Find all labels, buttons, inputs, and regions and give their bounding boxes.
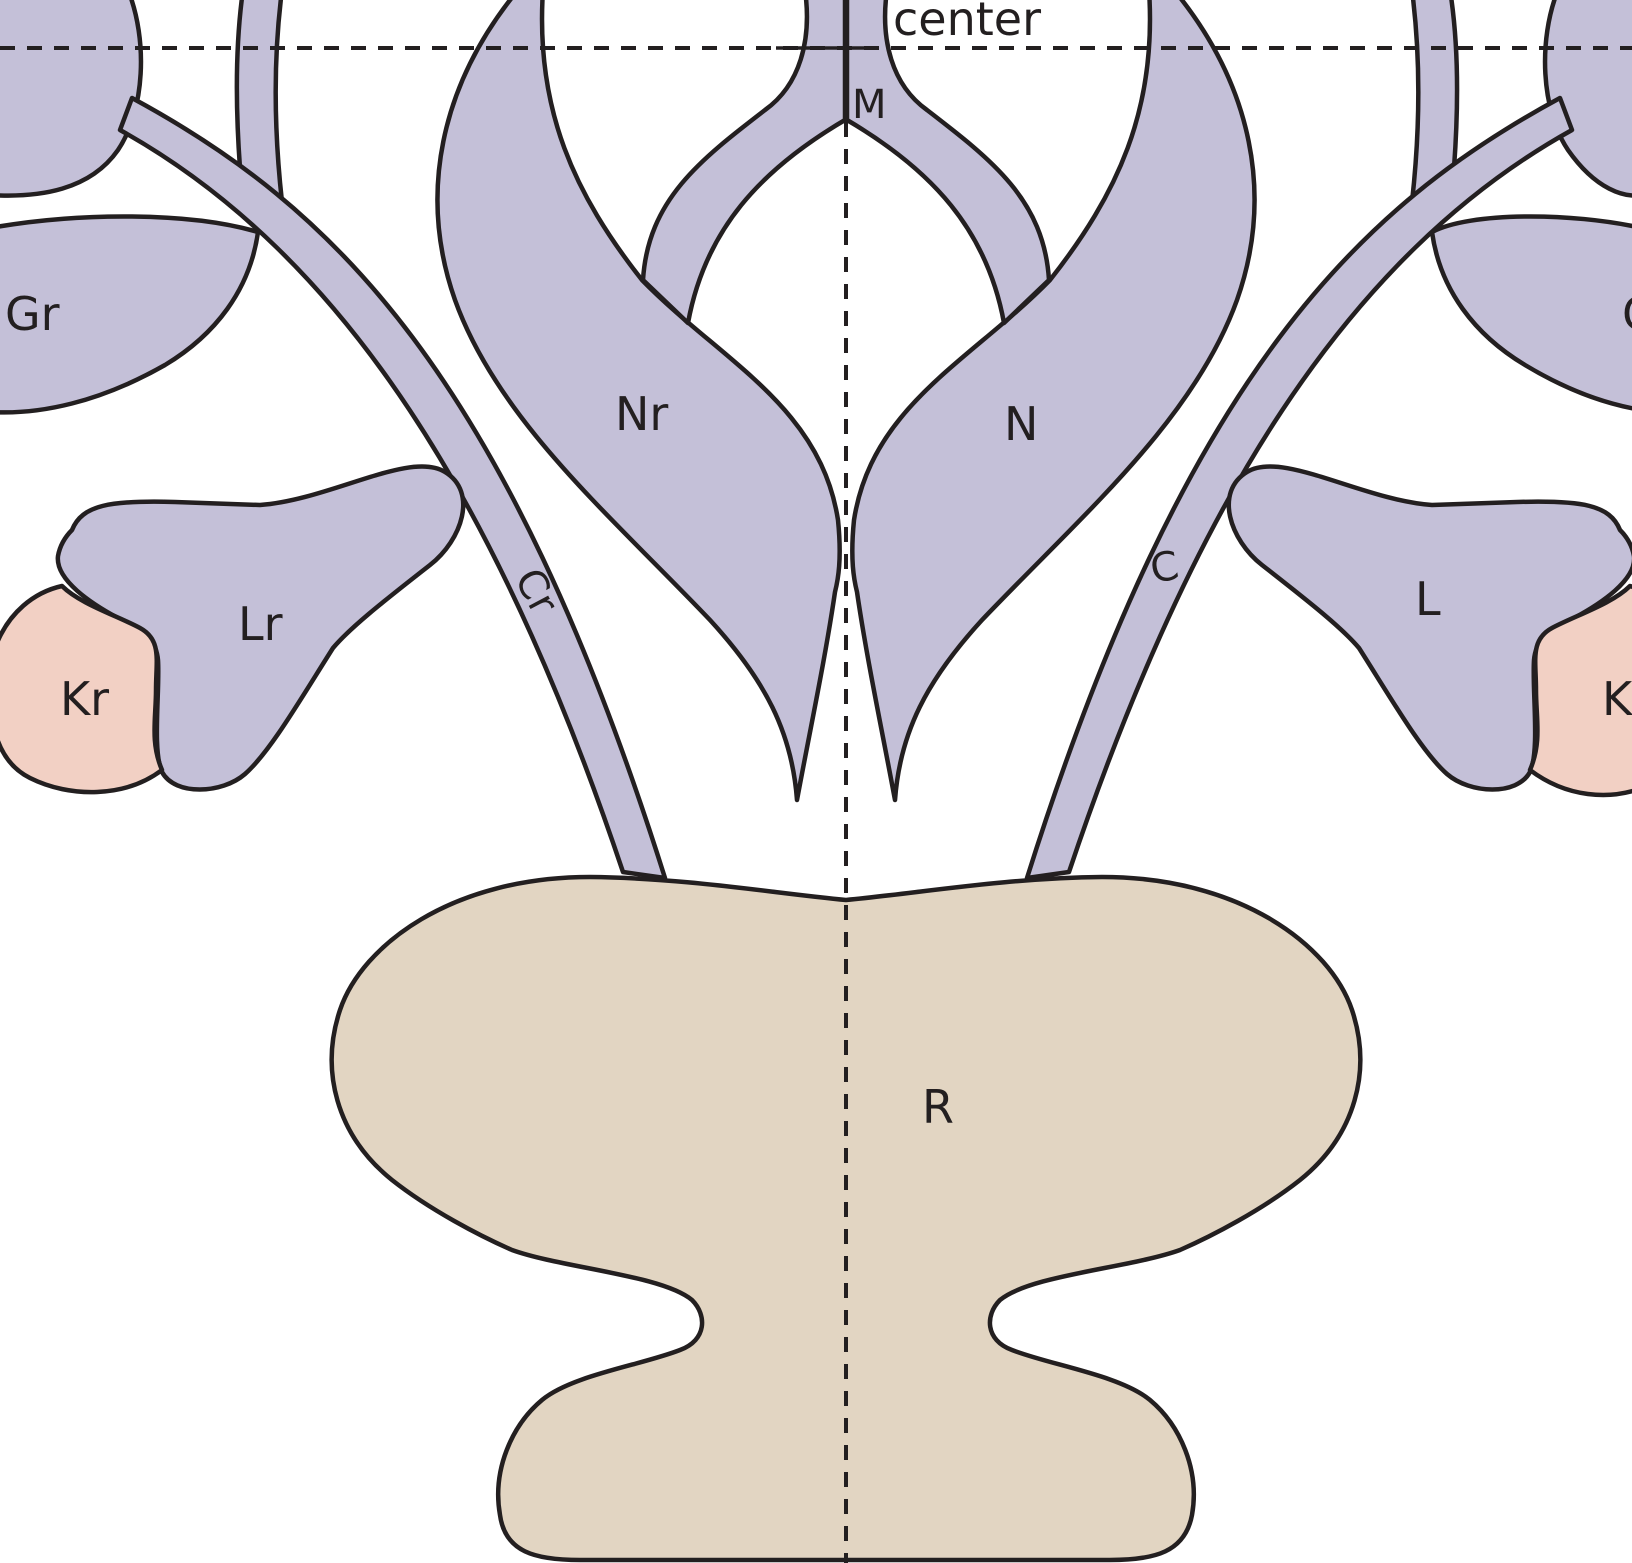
- piece-g: [1432, 216, 1632, 410]
- label-kr: Kr: [60, 672, 109, 726]
- label-l: L: [1415, 572, 1441, 626]
- label-n: N: [1004, 397, 1038, 451]
- label-lr: Lr: [238, 597, 283, 651]
- label-k: K: [1602, 672, 1632, 726]
- label-g: G: [1622, 287, 1632, 341]
- top-left-round-piece: [0, 0, 141, 196]
- label-nr: Nr: [615, 387, 668, 441]
- label-m: M: [852, 82, 887, 128]
- label-center: center: [893, 0, 1041, 46]
- label-r: R: [922, 1080, 954, 1134]
- label-gr: Gr: [5, 287, 60, 341]
